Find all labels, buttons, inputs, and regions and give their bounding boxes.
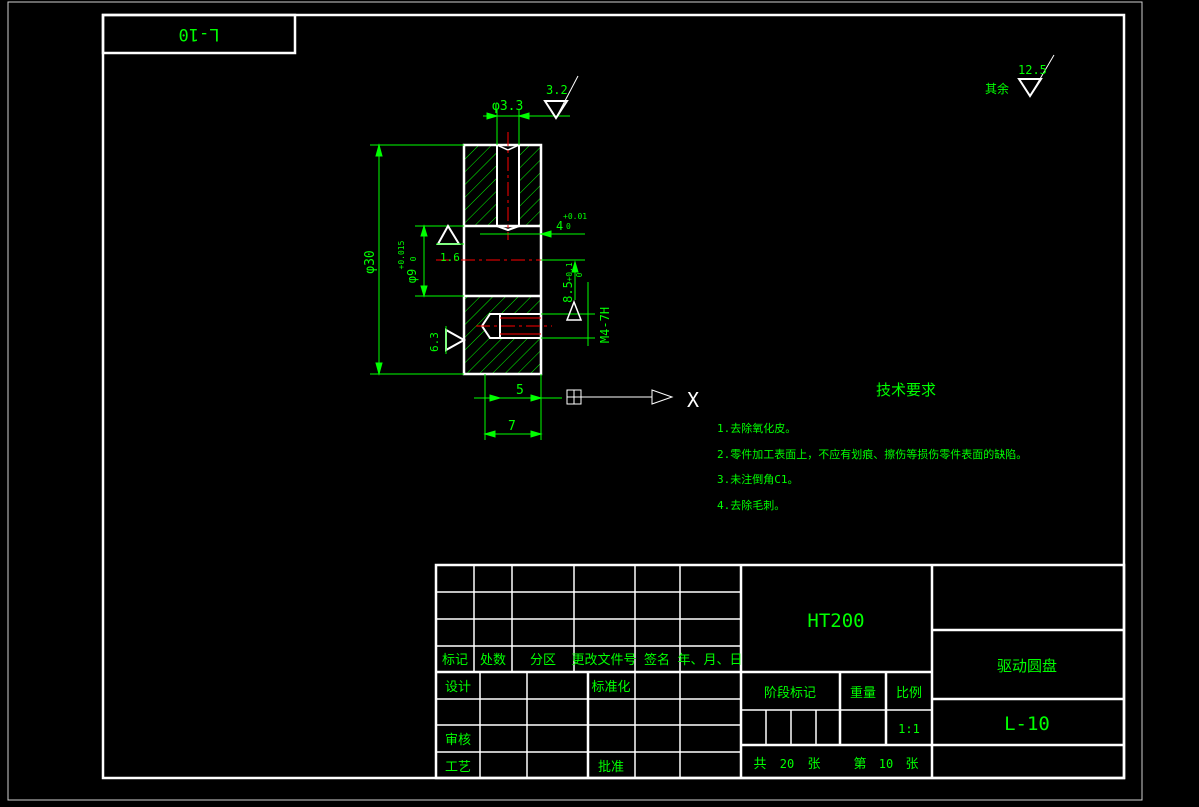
roughness-bore-icon xyxy=(436,224,461,245)
roughness-hole-icon xyxy=(543,100,569,120)
roughness-keyway-icon xyxy=(565,299,583,321)
tech-requirement-4: 4.去除毛刺。 xyxy=(717,498,785,512)
dim-keyway-depth-tol-upper: +0.1 xyxy=(565,262,574,281)
drawing-number-tab-text: L-10 xyxy=(179,24,220,44)
title-block-texts: 标记 处数 分区 更改文件号 签名 年、月、日 设计 标准化 审核 工艺 批准 … xyxy=(442,610,1057,775)
roughness-other-label: 其余 xyxy=(985,81,1009,96)
drawing-number: L-10 xyxy=(1004,713,1050,735)
tech-requirement-2: 2.零件加工表面上，不应有划痕、擦伤等损伤零件表面的缺陷。 xyxy=(717,447,1027,461)
part-roughness-marks: 3.2 1.6 6.3 xyxy=(428,75,583,354)
material-text: HT200 xyxy=(807,610,864,632)
dim-thread: M4-7H xyxy=(598,307,612,343)
dim-length-7: 7 xyxy=(508,419,516,434)
roughness-side-value: 6.3 xyxy=(428,332,441,352)
lower-section-hatch xyxy=(464,296,541,374)
title-block xyxy=(434,563,1126,780)
roughness-hole-value: 3.2 xyxy=(546,83,568,97)
sheet-outer-border xyxy=(7,1,1143,801)
rev-header-zone: 分区 xyxy=(530,653,556,668)
roughness-triangle-icon xyxy=(1017,78,1043,98)
rev-header-count: 处数 xyxy=(480,653,506,668)
rev-header-date: 年、月、日 xyxy=(677,653,742,668)
ucs-axis-label: X xyxy=(687,388,699,412)
stage-mark-label: 阶段标记 xyxy=(764,686,816,701)
dim-keyway-width: 4 xyxy=(556,219,563,233)
dim-keyway-depth: 8.5 xyxy=(561,281,575,303)
standard-label: 标准化 xyxy=(591,680,630,695)
dim-bore-tol-lower: 0 xyxy=(409,256,418,261)
dim-keyway-tol-upper: +0.01 xyxy=(563,212,587,221)
dim-outer-diameter: φ30 xyxy=(363,250,378,273)
rev-header-doc: 更改文件号 xyxy=(571,653,636,668)
dimension-texts: φ3.3 φ30 φ9 +0.015 0 4 +0.01 0 8.5 +0.1 … xyxy=(363,99,612,434)
dim-bore-tol-upper: +0.015 xyxy=(397,240,406,269)
approve-label: 批准 xyxy=(598,760,624,775)
roughness-other-value: 12.5 xyxy=(1018,63,1047,77)
part-section-view xyxy=(436,132,560,376)
ucs-axis-icon: X xyxy=(566,388,699,412)
total-sheets: 20 xyxy=(780,757,794,771)
dim-length-5: 5 xyxy=(516,383,524,398)
upper-section-hatch xyxy=(464,145,541,226)
sheet-prefix: 第 xyxy=(853,757,866,772)
sheet-suffix: 张 xyxy=(905,757,918,772)
review-label: 审核 xyxy=(445,733,471,748)
tech-requirement-1: 1.去除氧化皮。 xyxy=(717,421,796,435)
part-name: 驱动圆盘 xyxy=(997,657,1057,675)
total-sheets-suffix: 张 xyxy=(807,757,820,772)
total-sheets-prefix: 共 xyxy=(753,757,766,772)
process-label: 工艺 xyxy=(445,760,471,775)
dim-top-hole: φ3.3 xyxy=(492,99,523,114)
roughness-side-icon xyxy=(445,328,467,352)
roughness-bore-value: 1.6 xyxy=(440,251,460,264)
tech-requirement-3: 3.未注倒角C1。 xyxy=(717,472,799,486)
tech-requirements: 技术要求 1.去除氧化皮。 2.零件加工表面上，不应有划痕、擦伤等损伤零件表面的… xyxy=(717,381,1027,512)
dim-keyway-depth-tol-lower: 0 xyxy=(575,272,584,277)
dim-keyway-tol-lower: 0 xyxy=(566,222,571,231)
sheet-number: 10 xyxy=(879,757,893,771)
drawing-number-tab: L-10 xyxy=(101,13,297,55)
dim-bore: φ9 xyxy=(405,269,419,283)
rev-header-sign: 签名 xyxy=(644,652,670,668)
scale-label: 比例 xyxy=(896,686,922,701)
general-roughness-mark: 其余 12.5 xyxy=(985,54,1055,98)
scale-value: 1:1 xyxy=(898,722,920,736)
tech-requirements-title: 技术要求 xyxy=(876,381,936,399)
design-label: 设计 xyxy=(445,680,471,695)
weight-label: 重量 xyxy=(850,685,876,701)
rev-header-mark: 标记 xyxy=(442,653,468,668)
